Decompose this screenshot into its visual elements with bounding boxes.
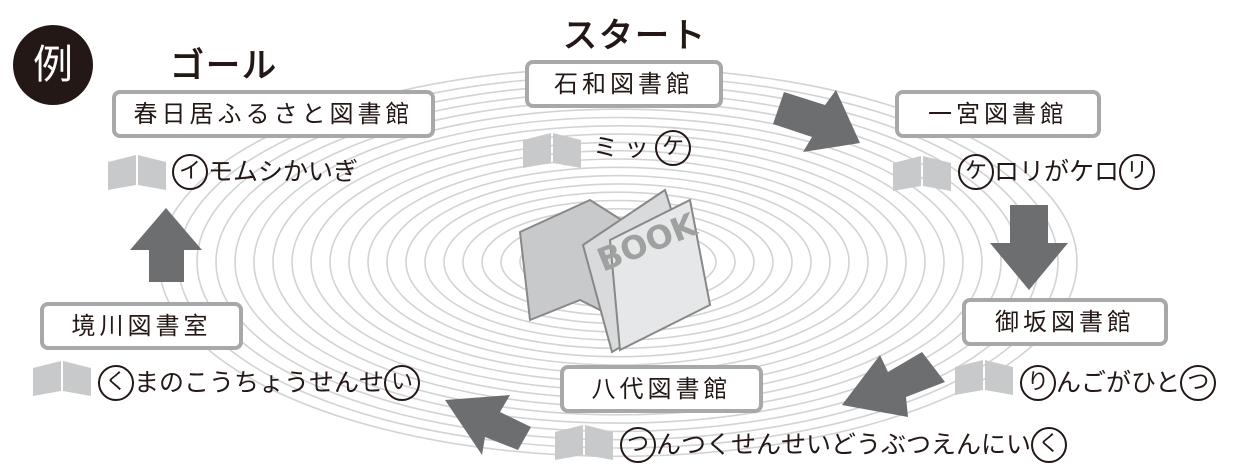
word-sakaigawa: く まのこうちょうせんせ い [98, 363, 421, 403]
word-kasugai: イ モムシかいぎ [172, 152, 358, 192]
word-text: モムシかいぎ [208, 157, 359, 186]
circled-char: イ [172, 154, 208, 190]
circled-char: リ [1119, 154, 1156, 190]
book-icon [893, 156, 951, 191]
word-ichinomiya: ケ ロリがケロ リ [958, 152, 1156, 192]
library-box-sakaigawa: 境川図書室 [40, 302, 243, 350]
goal-label: ゴール [170, 46, 278, 86]
circled-char: ケ [655, 130, 692, 166]
word-isawa: ミッ ケ [593, 128, 692, 168]
ring-ellipse [253, 108, 983, 416]
circled-char: く [98, 365, 134, 401]
circled-char: い [384, 365, 421, 401]
arrow-yatsushiro-to-sakaigawa [445, 395, 531, 455]
word-yatsushiro: つ んつくせんせいどうぶつえんにい く [620, 425, 1068, 465]
word-text: まのこうちょうせんせ [134, 368, 385, 397]
arrow-misaka-to-yatsushiro [842, 352, 945, 417]
book-icons [33, 133, 1013, 460]
library-box-isawa: 石和図書館 [525, 60, 723, 108]
word-text: んごがひと [1056, 368, 1181, 397]
circled-char: く [1031, 427, 1068, 463]
library-box-misaka: 御坂図書館 [962, 298, 1168, 346]
center-book-icon [518, 188, 712, 354]
library-box-yatsushiro: 八代図書館 [560, 365, 763, 413]
arrow-isawa-to-ichinomiya [773, 90, 860, 152]
circled-char: つ [1180, 365, 1217, 401]
book-icon [955, 360, 1013, 395]
circled-char: つ [620, 427, 656, 463]
book-icon [555, 425, 613, 460]
circled-char: り [1020, 365, 1056, 401]
word-text: ロリがケロ [994, 157, 1120, 186]
word-text: ミッ [593, 133, 656, 162]
book-icon [523, 133, 581, 168]
circled-char: ケ [958, 154, 994, 190]
arrow-sakaigawa-to-kasugai [130, 208, 202, 282]
library-box-kasugai: 春日居ふるさと図書館 [112, 90, 435, 138]
book-icon [33, 361, 91, 396]
word-misaka: り んごがひと つ [1020, 363, 1217, 403]
book-icon [108, 155, 166, 190]
example-badge: 例 [13, 25, 93, 105]
start-label: スタート [563, 16, 707, 56]
library-box-ichinomiya: 一宮図書館 [895, 90, 1101, 138]
word-text: んつくせんせいどうぶつえんにい [656, 430, 1032, 459]
ring-ellipse [386, 166, 850, 358]
arrow-ichinomiya-to-misaka [990, 205, 1068, 290]
